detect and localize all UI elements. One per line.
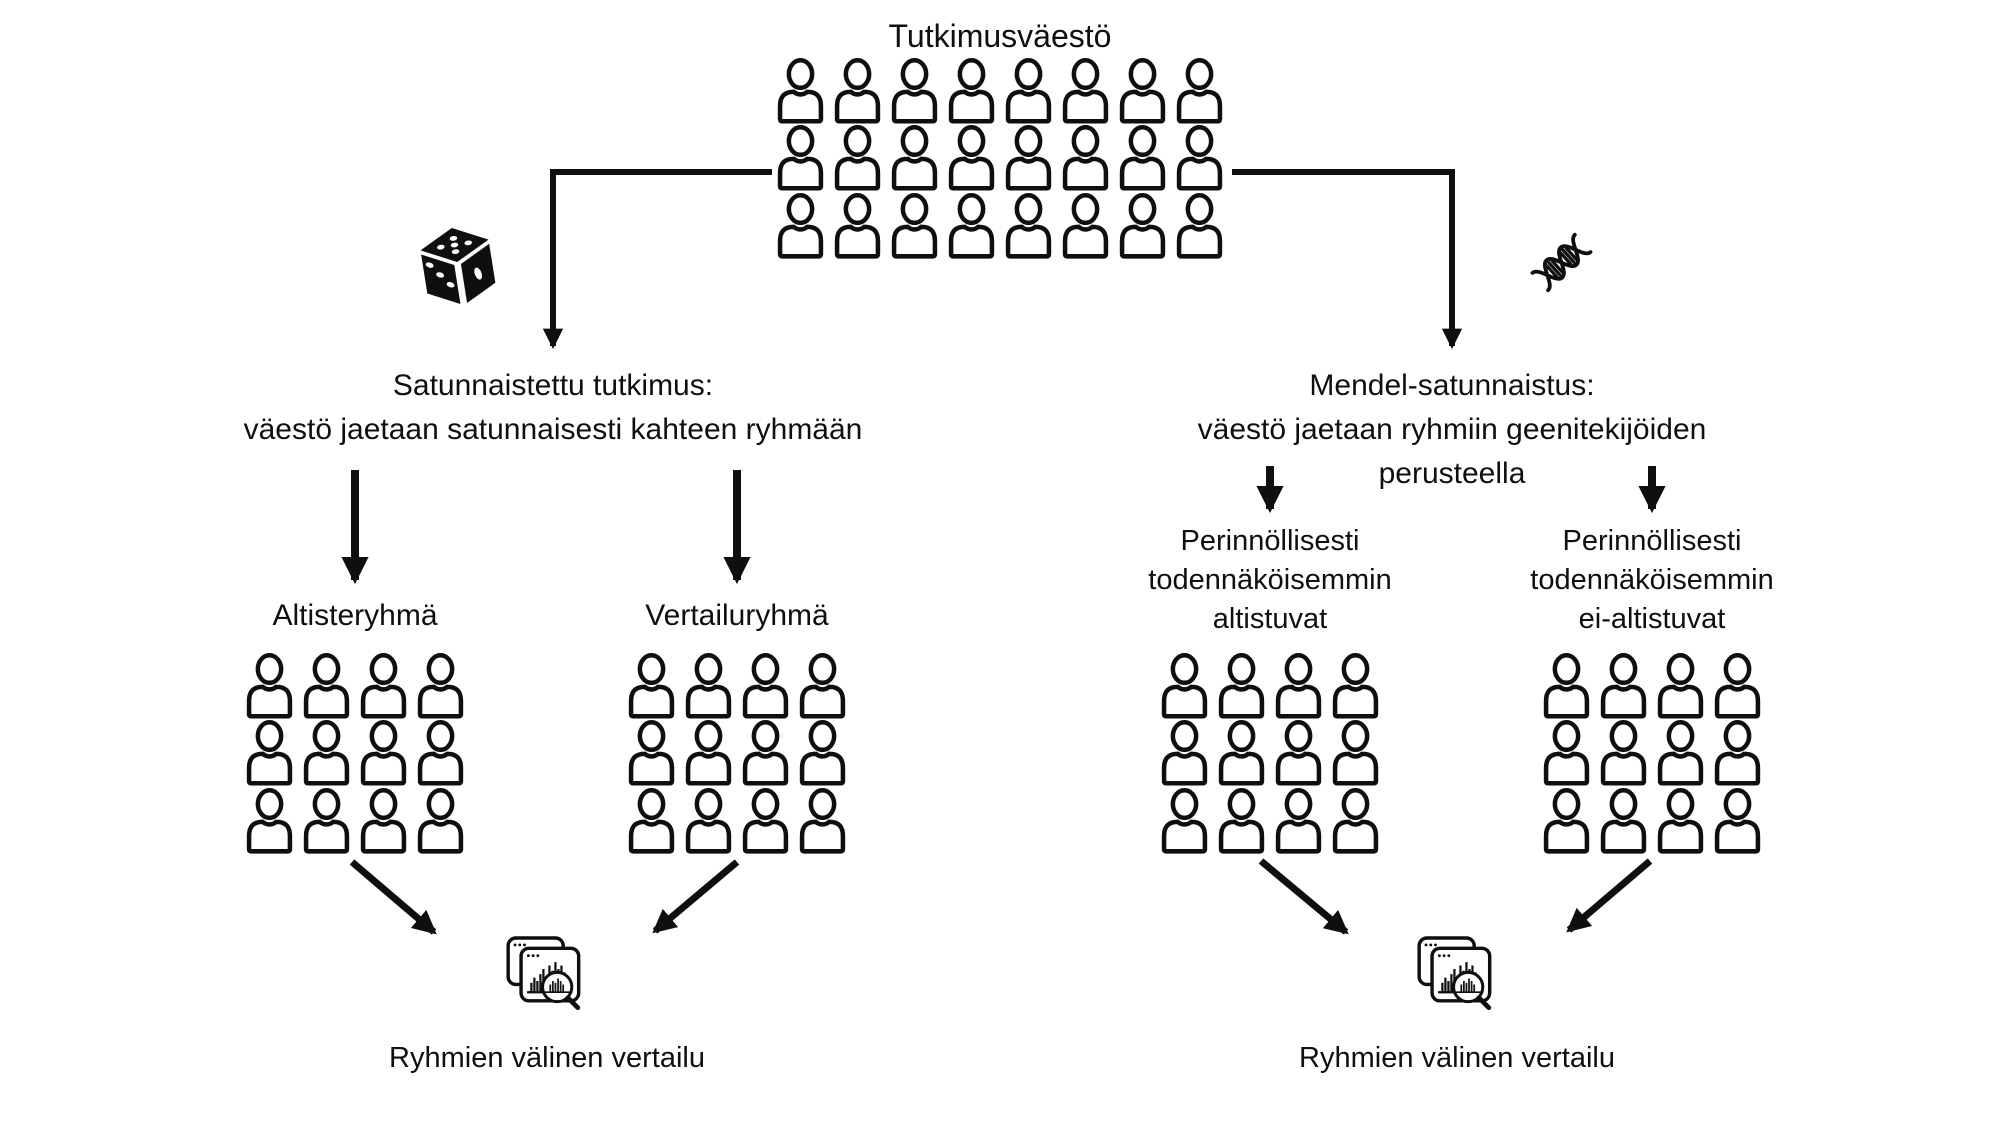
left-comparison-label: Ryhmien välinen vertailu [389,1042,705,1074]
person-icon [412,719,469,786]
genetically-unexposed-group-grid [1538,652,1766,854]
person-icon [1156,787,1213,854]
genetically-exposed-group-grid [1156,652,1384,854]
person-icon [794,787,851,854]
exposure-group-grid [241,652,469,854]
person-icon [1213,652,1270,719]
right-converge-arrow-1 [1258,858,1349,935]
person-icon [794,719,851,786]
person-icon [1327,719,1384,786]
person-icon [1709,652,1766,719]
person-icon [623,652,680,719]
person-icon [1171,124,1228,191]
person-icon [1213,719,1270,786]
left-converge-arrow-1 [349,859,437,935]
person-icon [1538,787,1595,854]
person-icon [772,57,829,124]
person-icon [737,652,794,719]
person-icon [1595,787,1652,854]
person-icon [1156,719,1213,786]
person-icon [943,124,1000,191]
person-icon [1270,652,1327,719]
person-icon [680,787,737,854]
person-icon [772,124,829,191]
person-icon [1114,124,1171,191]
person-icon [1538,652,1595,719]
person-icon [886,124,943,191]
genetically-exposed-group-label: Perinnöllisesti todennäköisemmin altistu… [1148,525,1392,635]
person-icon [1213,787,1270,854]
control-group-grid [623,652,851,854]
person-icon [943,57,1000,124]
person-icon [412,787,469,854]
genetically-unexposed-group-label: Perinnöllisesti todennäköisemmin ei-alti… [1530,525,1774,635]
left-branch-heading: Satunnaistettu tutkimus: väestö jaetaan … [243,369,863,446]
person-icon [1327,652,1384,719]
person-icon [623,787,680,854]
person-icon [1114,57,1171,124]
person-icon [298,652,355,719]
comparison-chart-icon-left [503,932,589,1018]
control-group-label: Vertailuryhmä [645,599,829,632]
person-icon [680,652,737,719]
person-icon [829,57,886,124]
person-icon [298,787,355,854]
exposure-group-label: Altisteryhmä [272,599,438,632]
person-icon [1270,719,1327,786]
person-icon [412,652,469,719]
person-icon [829,192,886,259]
right-converge-arrow-2 [1566,858,1653,933]
person-icon [623,719,680,786]
person-icon [1595,652,1652,719]
person-icon [355,719,412,786]
person-icon [1171,57,1228,124]
person-icon [737,719,794,786]
person-icon [886,57,943,124]
person-icon [1171,192,1228,259]
person-icon [355,652,412,719]
right-elbow-connector [1232,169,1463,350]
person-icon [1000,124,1057,191]
person-icon [829,124,886,191]
person-icon [1057,192,1114,259]
person-icon [772,192,829,259]
left-elbow-connector [542,169,772,350]
person-icon [1327,787,1384,854]
dice-icon [416,225,500,309]
person-icon [241,787,298,854]
right-branch-heading: Mendel-satunnaistus: väestö jaetaan ryhm… [1197,369,1707,490]
person-icon [1114,192,1171,259]
person-icon [1709,719,1766,786]
person-icon [241,652,298,719]
comparison-chart-icon-right [1414,932,1500,1018]
person-icon [1709,787,1766,854]
person-icon [1000,192,1057,259]
left-converge-arrow-2 [652,859,740,934]
population-grid [772,57,1228,259]
person-icon [298,719,355,786]
person-icon [1057,57,1114,124]
person-icon [1156,652,1213,719]
person-icon [1538,719,1595,786]
person-icon [737,787,794,854]
person-icon [1270,787,1327,854]
person-icon [355,787,412,854]
person-icon [241,719,298,786]
person-icon [1652,787,1709,854]
person-icon [1652,719,1709,786]
person-icon [680,719,737,786]
person-icon [943,192,1000,259]
person-icon [1057,124,1114,191]
person-icon [794,652,851,719]
dna-icon [1524,224,1600,300]
person-icon [1652,652,1709,719]
person-icon [1000,57,1057,124]
right-comparison-label: Ryhmien välinen vertailu [1299,1042,1615,1074]
person-icon [886,192,943,259]
population-title: Tutkimusväestö [888,18,1112,54]
person-icon [1595,719,1652,786]
